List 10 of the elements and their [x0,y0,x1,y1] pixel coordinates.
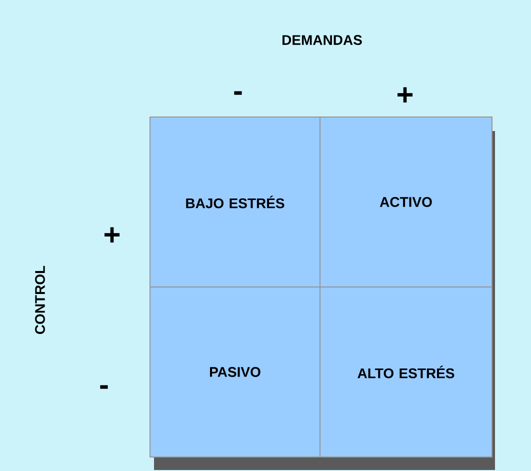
sign-symbol: + [104,227,120,242]
axis-title: DEMANDAS [282,35,362,45]
sign-symbol: - [100,385,108,389]
sign-symbol: + [398,87,413,102]
quadrant-cell: BAJO ESTRÉS [150,116,320,288]
quadrant-cell: ALTO ESTRÉS [320,286,492,458]
quadrant-cell: ACTIVO [320,116,492,288]
sign-symbol: - [234,91,242,95]
quadrant-cell: PASIVO [150,286,320,458]
axis-title: CONTROL [35,266,45,334]
